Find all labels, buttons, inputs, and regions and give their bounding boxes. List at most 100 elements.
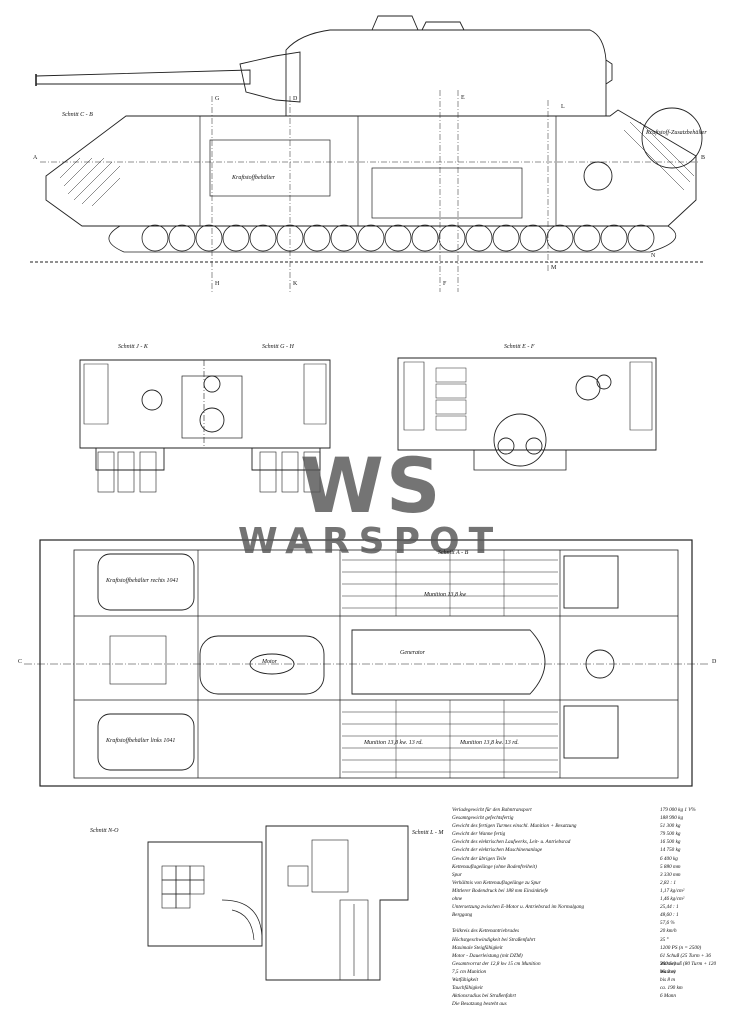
spec-label: Gewicht des elektrischen Laufwerks, Leit… xyxy=(452,839,571,846)
spec-value: 5 880 mm xyxy=(660,863,681,870)
spec-label: Gewicht der elektrischen Maschinenanlage xyxy=(452,847,543,854)
spec-row: ohne 1,46 kg/cm² xyxy=(452,895,722,903)
gun-mantlet xyxy=(239,51,301,103)
watermark-logo: WS xyxy=(300,441,443,530)
spec-row: Gewicht der übrigen Teile 6 400 kg xyxy=(452,855,722,863)
cross-section-label-jk: Schnitt J - K xyxy=(118,344,148,350)
watermark-text: WARSPOT xyxy=(238,521,503,562)
plan-label-ammo-2: Munition 13,8 kw. 13 rd. xyxy=(364,740,423,746)
spec-value: 3 330 mm xyxy=(660,871,681,878)
spec-value: 179 000 kg 1 V% xyxy=(660,807,696,813)
marker-a: A xyxy=(33,155,38,161)
spec-value: 48,60 : 1 xyxy=(660,912,679,919)
marker-c: C xyxy=(18,659,23,665)
spec-label: Teilkreis des Kettenantriebrades xyxy=(452,928,520,935)
turret xyxy=(285,29,607,117)
turret-ring-section xyxy=(493,413,547,467)
marker-d: D xyxy=(293,96,298,102)
spec-row: Motor - Dauerleistung (mit DZM)61 Schuß … xyxy=(452,952,722,967)
spec-row: Gewicht des elektrischen Laufwerks, Leit… xyxy=(452,838,722,846)
spec-value: 188 990 kg xyxy=(660,815,684,822)
plan-label-ammo-1: Munition 13,8 kw xyxy=(424,592,467,598)
spec-value: 14 750 kg xyxy=(660,847,681,854)
spec-label: Maximale Steigfähigkeit xyxy=(452,944,503,951)
spec-row: Untersetzung zwischen E-Motor u. Antrieb… xyxy=(452,903,722,911)
spec-label: Motor - Dauerleistung (mit DZM) xyxy=(452,952,523,959)
spec-label: 7,5 cm Munition xyxy=(452,968,487,975)
spec-value: 1,46 kg/cm² xyxy=(660,896,685,903)
marker-m: M xyxy=(551,265,557,271)
spec-row: Verladegewicht für den Bahntransport 179 … xyxy=(452,806,722,814)
spec-label: Gewicht der Wanne fertig xyxy=(452,831,506,838)
fuel-tank-left xyxy=(97,713,195,771)
spec-label: Tauchfähigkeit xyxy=(452,985,483,992)
plan-label-ammo-3: Munition 13,8 kw. 13 rd. xyxy=(460,740,519,746)
spec-table: Verladegewicht für den Bahntransport 179 … xyxy=(452,806,722,1008)
hull-outline xyxy=(45,109,697,227)
spec-value: 35 ° xyxy=(660,936,669,943)
spec-label: Watfähigkeit xyxy=(452,976,479,983)
commander-cupola xyxy=(371,15,419,31)
plan-label-fuel-right: Kraftstoffbehälter rechts 1041 xyxy=(106,578,179,584)
spec-row: Kettenauflagelänge (ohne Bodenfreiheit)5… xyxy=(452,863,722,871)
spec-label: Aktionsradius bei Straßenfahrt xyxy=(452,993,516,1000)
cross-section-label-ef: Schnitt E - F xyxy=(504,344,535,350)
side-view-section-label: Schnitt C - B xyxy=(62,112,93,118)
spec-row: 7,5 cm Munition bis 2 m xyxy=(452,968,722,976)
marker-b: B xyxy=(701,155,706,161)
spec-row: Spur 3 330 mm xyxy=(452,871,722,879)
marker-k: K xyxy=(293,281,298,287)
marker-h: H xyxy=(215,281,220,287)
spec-label: Die Besatzung besteht aus xyxy=(452,1001,507,1008)
spec-row: Mittlerer Bodendruck bei 188 mm Einsinkt… xyxy=(452,887,722,895)
side-view-label-fuel-tank: Kraftstoffbehälter xyxy=(232,175,276,181)
spec-value: bis 2 m xyxy=(660,968,675,975)
plan-label-fuel-left: Kraftstoffbehälter links 1041 xyxy=(106,738,176,744)
marker-l: L xyxy=(561,104,565,110)
spec-label: Berggang xyxy=(452,912,473,919)
spec-label: Gesamtvorrat der 12,8 kw 15 cm Munition xyxy=(452,960,541,967)
spec-value: 16 500 kg xyxy=(660,839,681,846)
marker-n: N xyxy=(651,253,656,259)
marker-e: E xyxy=(461,95,465,101)
spec-row: Berggang 48,60 : 1 xyxy=(452,911,722,919)
spec-row: Gewicht der Wanne fertig 79 500 kg xyxy=(452,830,722,838)
spec-label: Gewicht der übrigen Teile xyxy=(452,855,507,862)
spec-value: 79 500 kg xyxy=(660,831,681,838)
spec-label: Untersetzung zwischen E-Motor u. Antrieb… xyxy=(452,904,585,911)
engine-plan xyxy=(199,635,325,695)
spec-row: Verhältnis von Kettenauflagelänge zu Spu… xyxy=(452,879,722,887)
side-view xyxy=(30,15,705,292)
engine-block xyxy=(181,375,243,439)
marker-g: G xyxy=(215,96,220,102)
spec-row: Teilkreis des Kettenantriebrades 20 km/h xyxy=(452,927,722,935)
spec-value: 1,17 kg/cm² xyxy=(660,887,685,894)
spec-label: Verladegewicht für den Bahntransport xyxy=(452,807,532,813)
plan-view xyxy=(24,539,710,787)
spec-value: bis 8 m xyxy=(660,976,675,983)
spec-row: Die Besatzung besteht aus xyxy=(452,1000,722,1008)
plan-label-generator: Generator xyxy=(400,650,425,656)
marker-f: F xyxy=(443,281,447,287)
track xyxy=(108,225,677,253)
spec-value: 1200 PS (n = 2500) xyxy=(660,944,702,951)
spec-value: 6 400 kg xyxy=(660,855,678,862)
spec-label: Gewicht des fertigen Turmes einschl. Mun… xyxy=(452,823,577,830)
spec-label: Mittlerer Bodendruck bei 188 mm Einsinkt… xyxy=(452,887,549,894)
spec-row: Maximale Steigfähigkeit 1200 PS (n = 2500… xyxy=(452,944,722,952)
spec-label: Spur xyxy=(452,871,462,878)
lower-section-label-no: Schnitt N-O xyxy=(90,828,119,834)
side-view-label-auxiliary-tank: Kraftstoff-Zusatzbehälter xyxy=(646,130,707,136)
spec-value: 51 300 kg xyxy=(660,823,681,830)
spec-label: ohne xyxy=(452,896,463,903)
spec-row: 57,6 % xyxy=(452,919,722,927)
external-fuel-drum xyxy=(641,107,703,169)
plan-view-section-label: Schnitt A - B xyxy=(438,550,469,556)
spec-value: 20 km/h xyxy=(660,928,677,935)
